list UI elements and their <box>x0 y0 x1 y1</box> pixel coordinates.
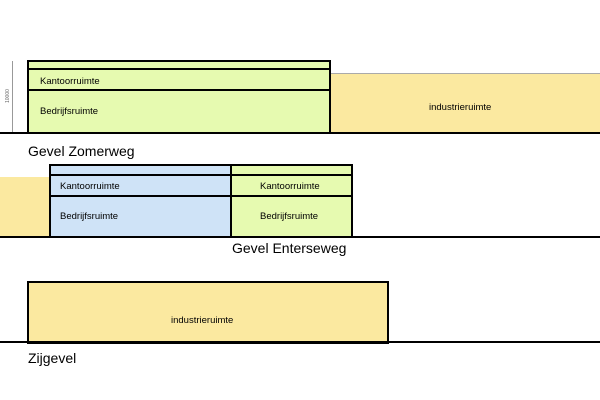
zijgevel-ground-line <box>0 341 600 343</box>
zomerweg-bedrijf-floor: Bedrijfsruimte <box>27 89 331 133</box>
enterseweg-blue-bedrijf: Bedrijfsruimte <box>49 195 232 237</box>
dimension-line <box>12 61 13 134</box>
enterseweg-ground-line <box>0 236 600 238</box>
zomerweg-kantoor-floor: Kantoorruimte <box>27 68 331 91</box>
zijgevel-industrie-hall: industrieruimte <box>27 281 389 344</box>
enterseweg-green-bedrijf-label: Bedrijfsruimte <box>260 211 319 222</box>
zijgevel-title: Zijgevel <box>28 350 77 366</box>
enterseweg-title: Gevel Enterseweg <box>232 240 347 256</box>
zijgevel-industrie-label: industrieruimte <box>171 315 234 326</box>
zomerweg-industrie-label: industrieruimte <box>429 102 492 113</box>
zomerweg-kantoor-label: Kantoorruimte <box>40 76 100 87</box>
enterseweg-green-kantoor-label: Kantoorruimte <box>260 181 320 192</box>
enterseweg-blue-kantoor: Kantoorruimte <box>49 174 232 197</box>
enterseweg-industrie-stub <box>0 177 49 237</box>
zomerweg-title: Gevel Zomerweg <box>28 143 135 159</box>
enterseweg-blue-kantoor-label: Kantoorruimte <box>60 181 120 192</box>
zomerweg-ground-line <box>0 132 600 134</box>
zomerweg-bedrijf-label: Bedrijfsruimte <box>40 106 99 117</box>
zomerweg-elevation: 10000 Kantoorruimte Bedrijfsruimte indus… <box>0 55 600 175</box>
enterseweg-blue-bedrijf-label: Bedrijfsruimte <box>60 211 119 222</box>
zomerweg-industrie-hall: industrieruimte <box>331 73 600 133</box>
dimension-label: 10000 <box>5 89 11 103</box>
enterseweg-elevation: Kantoorruimte Bedrijfsruimte Kantoorruim… <box>0 160 600 260</box>
enterseweg-green-bedrijf: Bedrijfsruimte <box>230 195 353 237</box>
zijgevel-elevation: industrieruimte Zijgevel <box>0 278 600 378</box>
enterseweg-green-kantoor: Kantoorruimte <box>230 174 353 197</box>
